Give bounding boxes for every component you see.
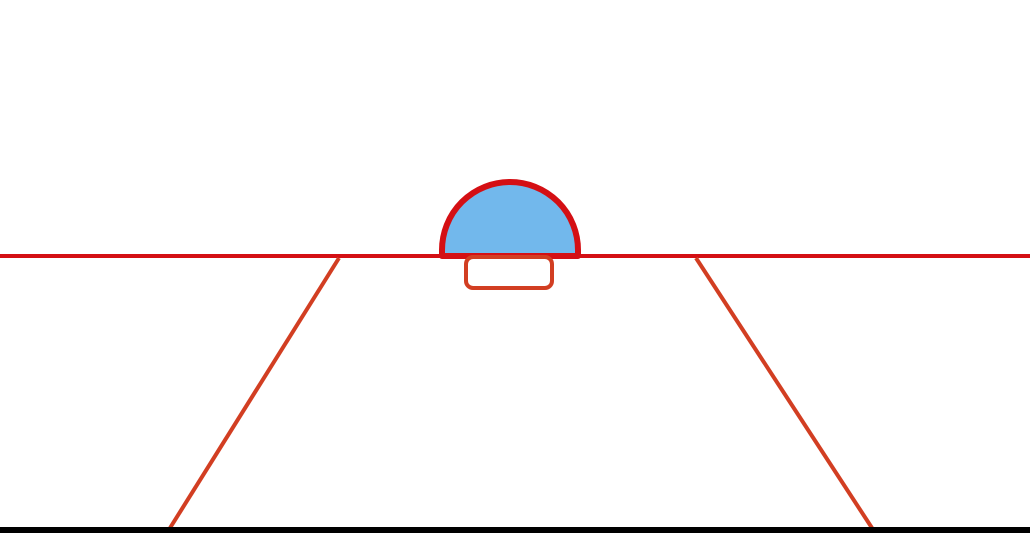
base-pad [464, 255, 554, 290]
right-road-edge [694, 256, 874, 530]
dome-shape [439, 179, 581, 259]
left-road-edge [168, 256, 341, 530]
